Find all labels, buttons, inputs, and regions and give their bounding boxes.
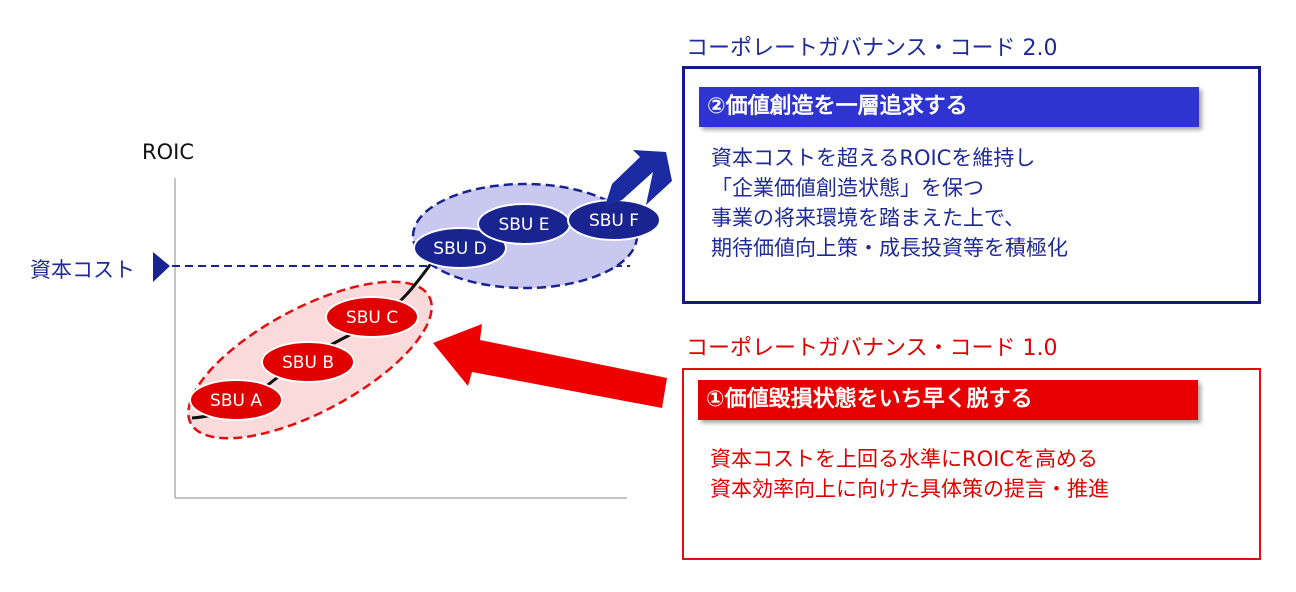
sbu-e: SBU E — [477, 203, 571, 245]
code2-line-3: 事業の将来環境を踏まえた上で、 — [711, 206, 1026, 230]
sbu-c-label: SBU C — [346, 308, 398, 328]
blue-arrow — [605, 150, 672, 206]
sbu-d-label: SBU D — [433, 239, 486, 259]
code2-box: ②価値創造を一層追求する 資本コストを超えるROICを維持し 「企業価値創造状態… — [682, 66, 1261, 304]
code1-box: ①価値毀損状態をいち早く脱する 資本コストを上回る水準にROICを高める 資本効… — [682, 368, 1261, 560]
sbu-e-label: SBU E — [498, 215, 549, 235]
red-arrow — [433, 324, 667, 408]
code1-line-2: 資本効率向上に向けた具体策の提言・推進 — [710, 477, 1109, 501]
code2-line-4: 期待価値向上策・成長投資等を積極化 — [711, 236, 1068, 260]
code1-line-1: 資本コストを上回る水準にROICを高める — [710, 447, 1098, 471]
code2-line-2: 「企業価値創造状態」を保つ — [711, 176, 984, 200]
code2-title: コーポレートガバナンス・コード 2.0 — [686, 36, 1058, 61]
code2-line-1: 資本コストを超えるROICを維持し — [711, 146, 1036, 170]
code1-body: 資本コストを上回る水準にROICを高める 資本効率向上に向けた具体策の提言・推進 — [710, 444, 1109, 504]
sbu-b-label: SBU B — [282, 353, 334, 373]
cost-of-capital-label: 資本コスト — [30, 258, 135, 282]
code2-body: 資本コストを超えるROICを維持し 「企業価値創造状態」を保つ 事業の将来環境を… — [711, 143, 1068, 263]
sbu-f-label: SBU F — [589, 211, 639, 231]
code2-header: ②価値創造を一層追求する — [699, 87, 1199, 127]
cost-of-capital-marker — [153, 252, 170, 282]
code1-header: ①価値毀損状態をいち早く脱する — [698, 380, 1198, 420]
sbu-b: SBU B — [261, 341, 355, 383]
sbu-a-label: SBU A — [210, 391, 262, 411]
y-axis-label: ROIC — [142, 140, 194, 164]
sbu-f: SBU F — [567, 199, 661, 241]
sbu-c: SBU C — [325, 296, 419, 338]
sbu-d: SBU D — [413, 227, 507, 269]
sbu-a: SBU A — [189, 379, 283, 421]
code1-title: コーポレートガバナンス・コード 1.0 — [686, 336, 1058, 361]
